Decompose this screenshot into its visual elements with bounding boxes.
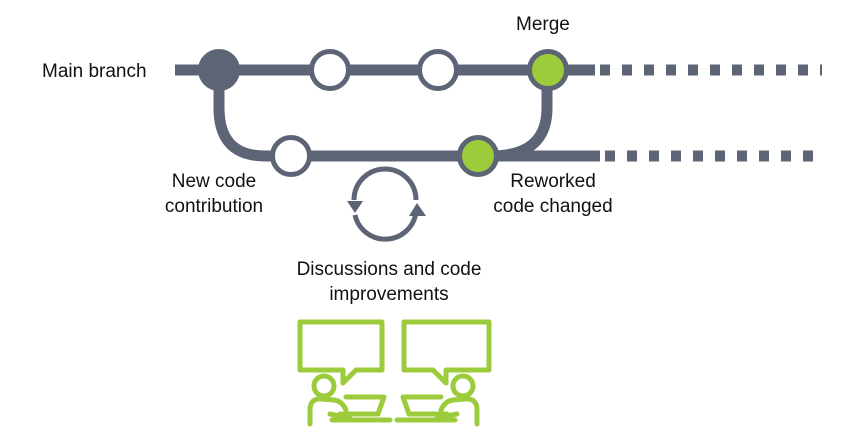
discussions-label-line2: improvements <box>329 284 448 305</box>
reworked-label-line2: code changed <box>493 196 612 217</box>
left-reviewer-icon <box>297 319 393 427</box>
reworked-commit-node <box>457 135 499 177</box>
discussions-label-line1: Discussions and code <box>297 259 482 280</box>
feature-branch-line <box>213 70 822 162</box>
origin-commit-node <box>198 49 240 91</box>
new-code-commit-node <box>270 135 312 177</box>
refresh-cycle-icon <box>347 166 426 242</box>
main-commit-node <box>309 49 351 91</box>
new-code-label-line2: contribution <box>165 196 263 217</box>
main-branch-label: Main branch <box>42 61 147 82</box>
right-reviewer-icon <box>394 319 492 427</box>
reworked-label-line1: Reworked <box>510 171 596 192</box>
merge-commit-node <box>527 49 569 91</box>
main-commit-node <box>417 49 459 91</box>
new-code-label-line1: New code <box>172 171 257 192</box>
merge-label: Merge <box>516 14 570 35</box>
